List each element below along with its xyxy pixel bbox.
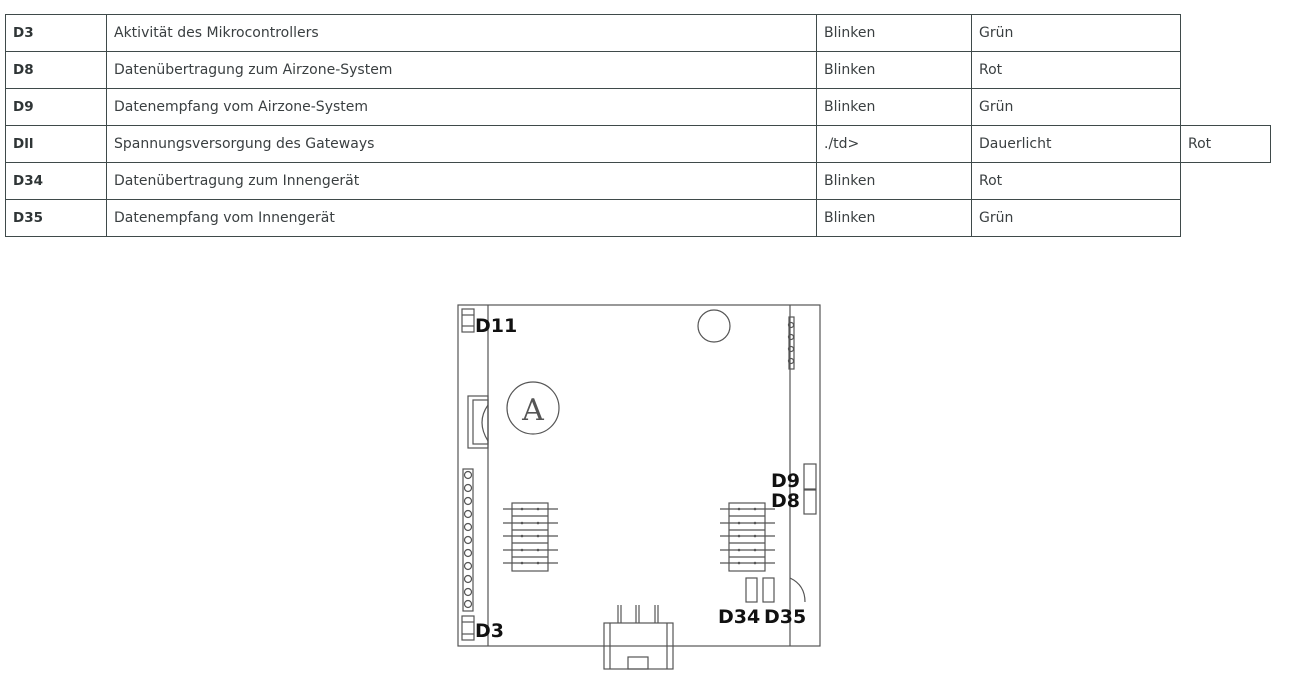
label-d9: D9: [771, 470, 800, 492]
board-outline: [457, 304, 821, 647]
led-color: Dauerlicht: [971, 125, 1181, 163]
left-pin-strip: [462, 468, 474, 612]
bottom-connector: [603, 605, 674, 670]
led-description: Aktivität des Mikrocontrollers: [106, 14, 817, 52]
led-mode: Blinken: [816, 14, 972, 52]
led-mode: Blinken: [816, 51, 972, 89]
led-color: Grün: [971, 88, 1181, 126]
table-row: Dll Spannungsversorgung des Gateways ./t…: [5, 125, 1271, 163]
led-id: D8: [5, 51, 107, 89]
led-d9: [803, 463, 817, 490]
side-component: [467, 395, 489, 449]
led-description: Spannungsversorgung des Gateways: [106, 125, 817, 163]
left-pin-holes: [463, 470, 473, 609]
label-d8: D8: [771, 490, 800, 512]
table-row: D9 Datenempfang vom Airzone-System Blink…: [5, 88, 1271, 126]
label-d34: D34: [718, 606, 760, 628]
led-id: D35: [5, 199, 107, 237]
led-id: D3: [5, 14, 107, 52]
empty-cell: [1181, 89, 1271, 126]
led-d11: [461, 308, 475, 333]
a-marker-circle: [506, 381, 560, 435]
led-color: Grün: [971, 199, 1181, 237]
led-mode: ./td>: [816, 125, 972, 163]
led-color: Rot: [971, 51, 1181, 89]
a-marker-label: A: [521, 393, 544, 428]
label-d35: D35: [764, 606, 806, 628]
right-pin-header: [720, 502, 775, 572]
led-extra: Rot: [1180, 125, 1271, 163]
label-d3: D3: [475, 620, 504, 642]
led-color: Grün: [971, 14, 1181, 52]
board-diagram: A D11 D3 D9 D8 D34 D35: [457, 304, 821, 670]
led-id: D34: [5, 162, 107, 200]
empty-cell: [1181, 200, 1271, 237]
led-mode: Blinken: [816, 162, 972, 200]
led-id: Dll: [5, 125, 107, 163]
led-description: Datenempfang vom Innengerät: [106, 199, 817, 237]
led-d35: [762, 577, 775, 603]
empty-cell: [1181, 163, 1271, 200]
top-right-connector: [788, 316, 795, 370]
left-pin-header: [503, 502, 558, 572]
led-mode: Blinken: [816, 199, 972, 237]
led-color: Rot: [971, 162, 1181, 200]
led-mode: Blinken: [816, 88, 972, 126]
empty-cell: [1181, 52, 1271, 89]
led-d3: [461, 615, 475, 641]
table-row: D34 Datenübertragung zum Innengerät Blin…: [5, 162, 1271, 200]
led-d8: [803, 489, 817, 515]
empty-cell: [1181, 15, 1271, 52]
led-id: D9: [5, 88, 107, 126]
table-row: D3 Aktivität des Mikrocontrollers Blinke…: [5, 14, 1271, 52]
mounting-hole: [697, 309, 731, 343]
label-d11: D11: [475, 315, 517, 337]
led-description: Datenübertragung zum Innengerät: [106, 162, 817, 200]
led-table: D3 Aktivität des Mikrocontrollers Blinke…: [5, 14, 1271, 237]
led-d34: [745, 577, 758, 603]
led-description: Datenübertragung zum Airzone-System: [106, 51, 817, 89]
table-row: D8 Datenübertragung zum Airzone-System B…: [5, 51, 1271, 89]
led-description: Datenempfang vom Airzone-System: [106, 88, 817, 126]
table-row: D35 Datenempfang vom Innengerät Blinken …: [5, 199, 1271, 237]
